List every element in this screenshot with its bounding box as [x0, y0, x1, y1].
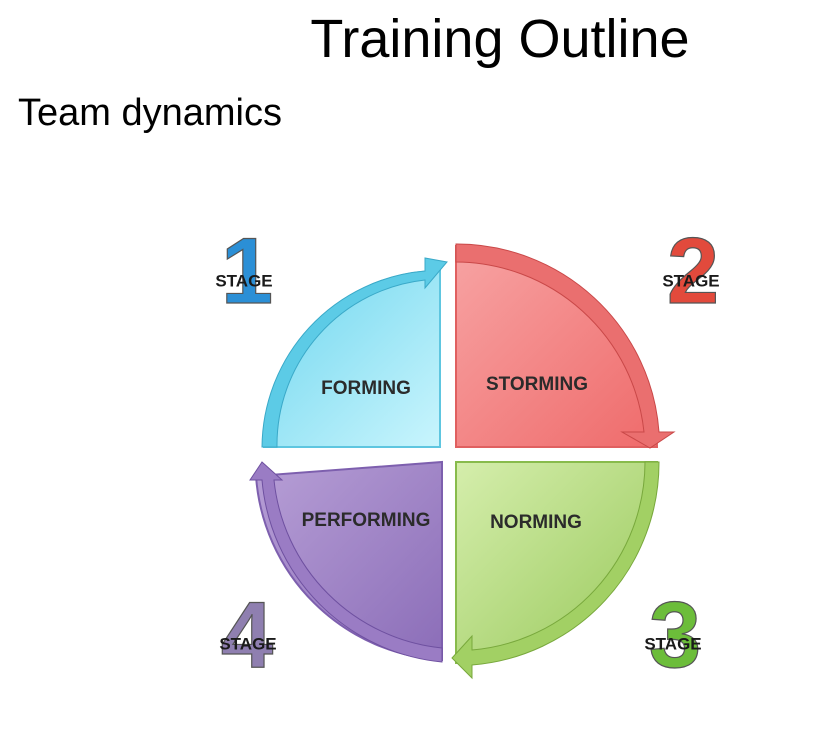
performing-arrow	[249, 461, 443, 663]
stage-4-word: STAGE	[219, 634, 276, 653]
stage-1-number: 1	[221, 218, 273, 323]
storming-label: STORMING	[486, 374, 588, 395]
stage-4-number: 4	[221, 582, 273, 687]
slide-subtitle: Team dynamics	[18, 92, 282, 134]
norming-label: NORMING	[490, 512, 582, 533]
performing-label: PERFORMING	[302, 510, 431, 531]
stage-marker-2: 2 STAGE	[662, 217, 719, 323]
stage-marker-3: 3 STAGE	[644, 581, 701, 687]
stage-1-word: STAGE	[215, 271, 272, 290]
performing-sector	[254, 460, 443, 662]
stage-marker-1: 1 STAGE	[215, 217, 273, 323]
quadrant-storming: STORMING	[455, 243, 676, 449]
quadrant-performing: PERFORMING	[249, 460, 443, 663]
stage-3-word: STAGE	[644, 634, 701, 653]
forming-label: FORMING	[321, 378, 411, 399]
quadrant-norming: NORMING	[451, 461, 660, 680]
stage-marker-4: 4 STAGE	[219, 581, 276, 687]
stage-2-number: 2	[667, 218, 719, 323]
quadrant-forming: FORMING	[261, 257, 448, 448]
norming-arrow	[451, 461, 660, 680]
forming-arrow	[261, 257, 448, 448]
storming-arrow	[455, 243, 676, 449]
slide-title: Training Outline	[310, 9, 690, 69]
stage-2-word: STAGE	[662, 271, 719, 290]
stage-3-number: 3	[649, 582, 701, 687]
